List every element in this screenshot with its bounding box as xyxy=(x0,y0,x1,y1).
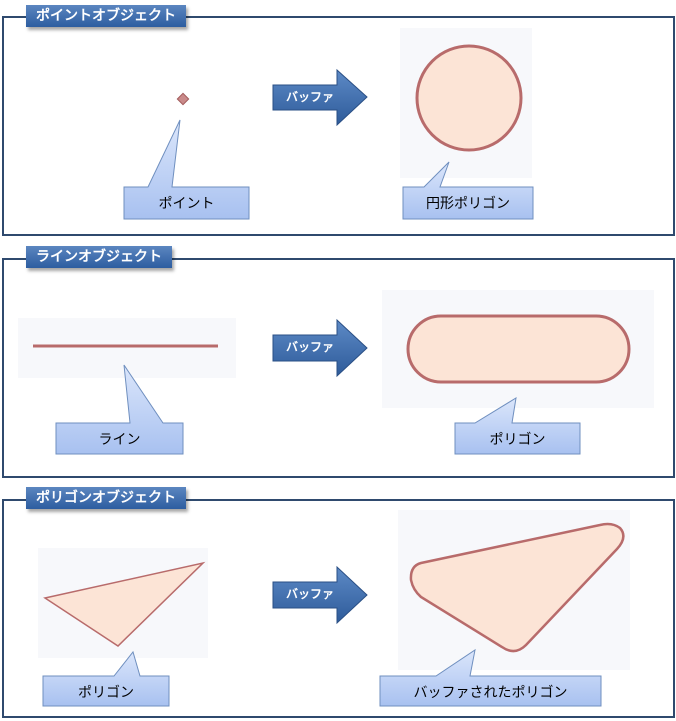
source-polygon-callout xyxy=(42,650,170,707)
source-polygon-callout-label: ポリゴン xyxy=(78,685,134,701)
polygon-callout xyxy=(454,397,581,455)
point-object-panel xyxy=(2,16,675,236)
line-callout-label: ライン xyxy=(98,432,141,448)
buffer-arrow-2 xyxy=(272,318,368,378)
triangle-polygon xyxy=(43,561,206,647)
line-callout xyxy=(55,364,184,455)
buffered-polygon xyxy=(409,522,625,653)
circle-polygon-callout-label: 円形ポリゴン xyxy=(426,196,510,212)
point-callout xyxy=(123,119,250,220)
panel-title-line: ラインオブジェクト xyxy=(26,246,172,268)
point-marker xyxy=(176,92,190,106)
polygon-callout-label: ポリゴン xyxy=(489,432,546,448)
arrow-label-3: バッファ xyxy=(285,587,334,601)
buffered-polygon-callout-label: バッファされたポリゴン xyxy=(413,685,568,701)
circular-polygon xyxy=(415,44,523,152)
line-backdrop xyxy=(18,318,236,378)
line-buffer-polygon xyxy=(406,314,631,384)
buffered-polygon-callout xyxy=(379,648,602,707)
panel-title-point: ポイントオブジェクト xyxy=(26,5,186,27)
point-callout-label: ポイント xyxy=(158,196,215,212)
arrow-label-2: バッファ xyxy=(285,340,334,354)
arrow-label-1: バッファ xyxy=(285,90,334,104)
panel-title-polygon: ポリゴンオブジェクト xyxy=(26,487,186,509)
buffer-arrow-3 xyxy=(272,565,368,625)
circle-polygon-callout xyxy=(402,161,534,220)
buffer-arrow-1 xyxy=(272,68,368,127)
